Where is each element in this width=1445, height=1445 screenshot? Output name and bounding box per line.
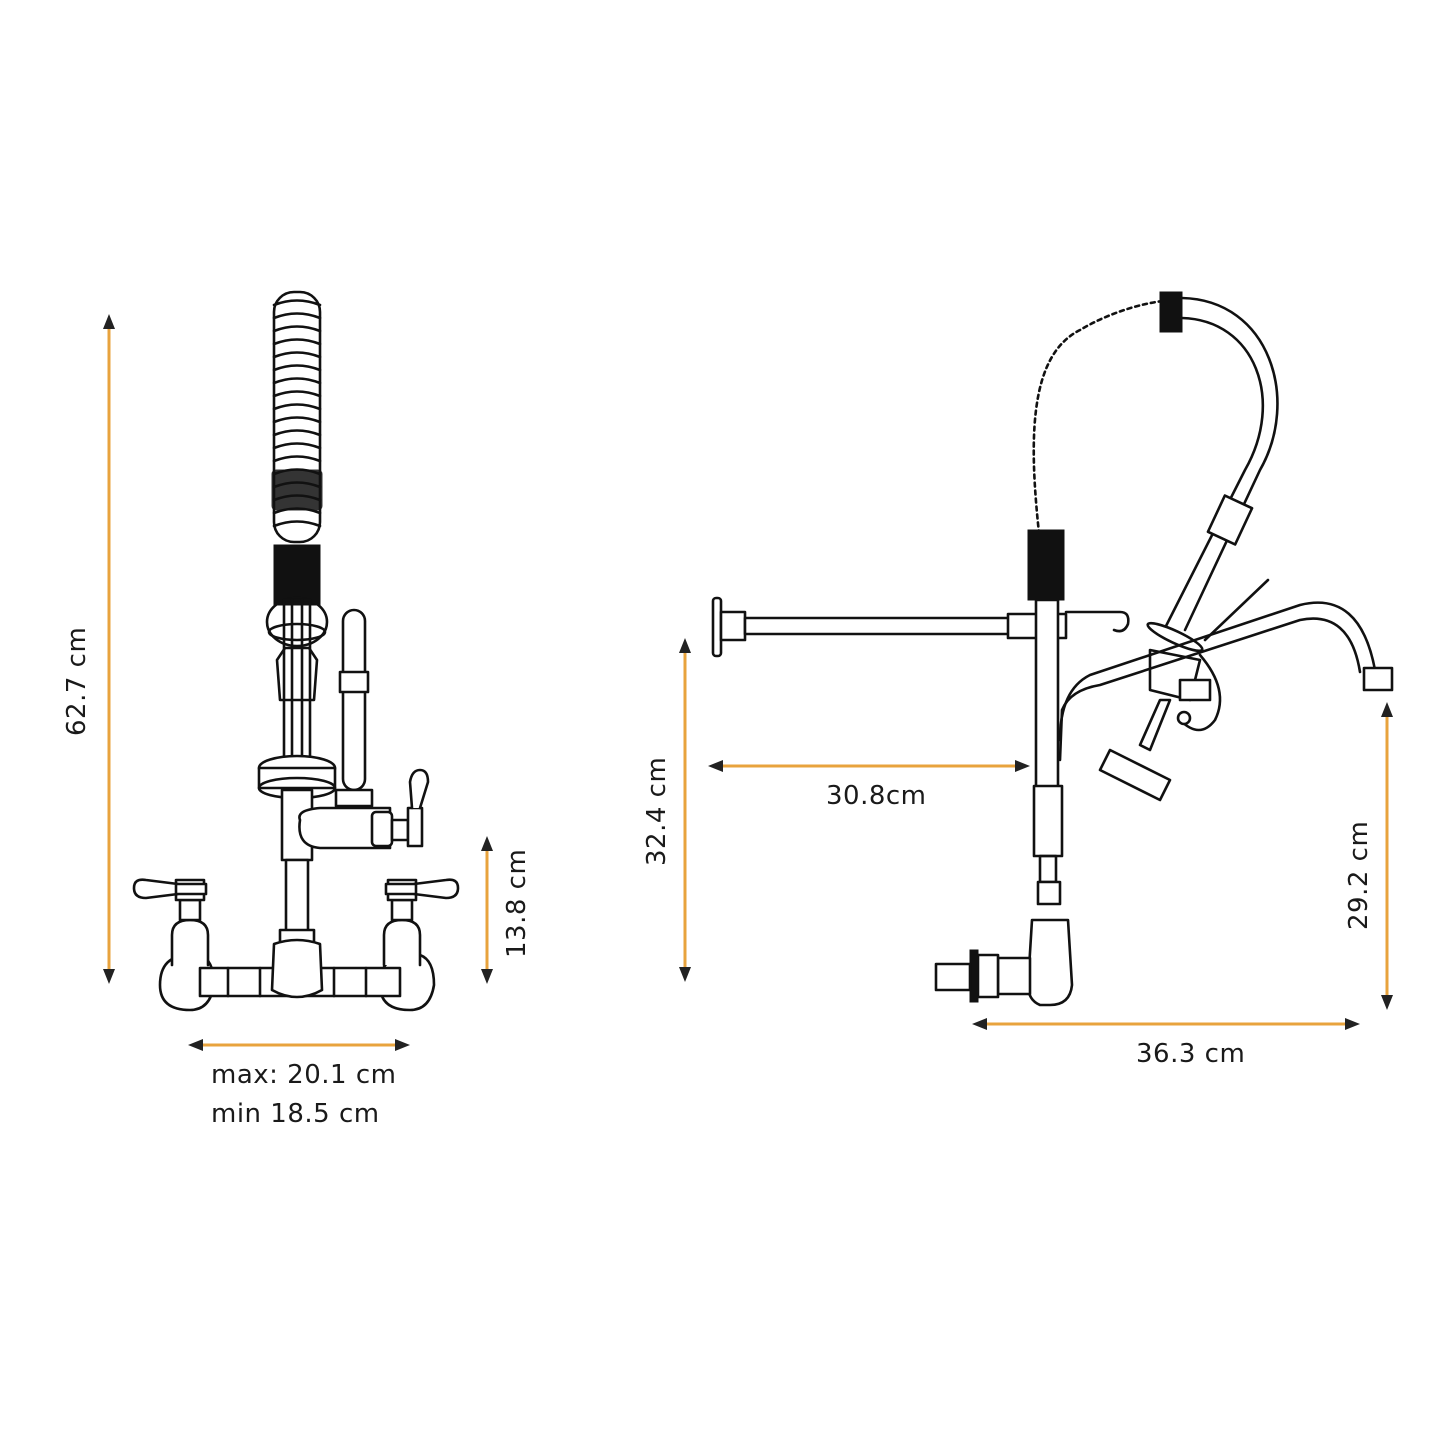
spring-coil [271,290,323,606]
dimension-spout-height [1381,702,1393,1010]
label-total-projection: 36.3 cm [1136,1039,1246,1069]
dimension-bracket-height [679,638,691,982]
label-inlet-spacing-min: min 18.5 cm [211,1099,380,1129]
dimension-total-height [103,314,115,984]
dimension-valve-height [481,836,493,984]
label-total-height: 62.7 cm [62,626,92,736]
label-inlet-spacing-max: max: 20.1 cm [211,1060,397,1090]
label-bracket-projection: 30.8cm [826,781,927,811]
label-valve-height: 13.8 cm [502,848,532,958]
dimension-total-projection [972,1018,1360,1030]
label-spout-height: 29.2 cm [1344,820,1374,930]
dimension-bracket-projection [708,760,1030,772]
label-bracket-height: 32.4 cm [642,756,672,866]
front-view-faucet-drawing [132,290,460,1012]
dimension-inlet-spacing [188,1039,410,1051]
side-view-faucet-drawing [711,291,1394,1007]
wall-manifold [132,878,460,1012]
